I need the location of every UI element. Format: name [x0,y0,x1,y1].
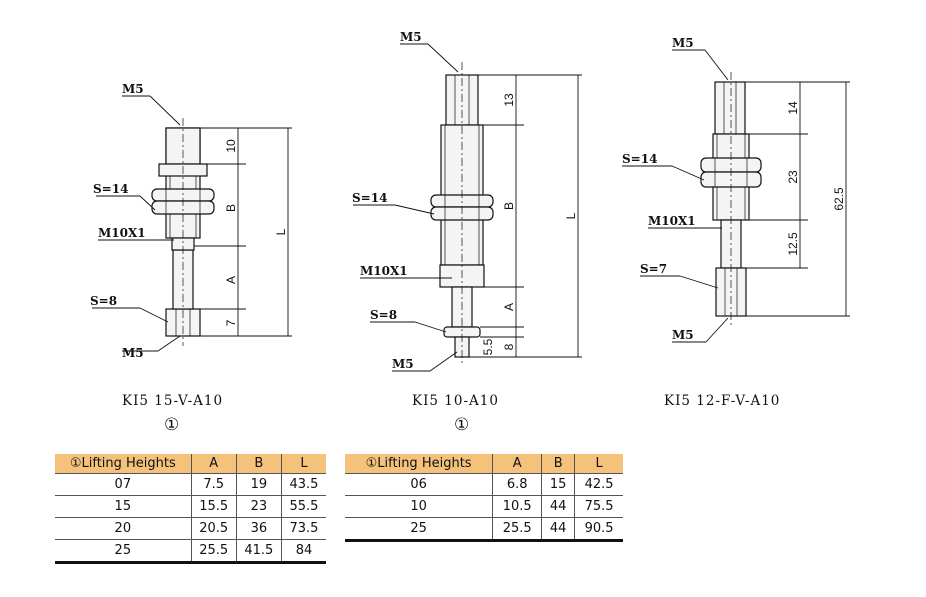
dim-10: 10 [224,139,238,153]
table-cell: 25 [345,517,493,542]
table-cell: 15 [541,473,575,496]
column-header: L [574,454,623,474]
table-cell: 44 [541,495,575,518]
table-header-row: ①Lifting Heights A B L [345,454,623,474]
part-middle: M5 S=14 M10X1 S=8 M5 13 B A 8 5.5 L KI5 … [352,30,582,435]
column-header: B [541,454,575,474]
dim-a: A [224,276,238,284]
table-cell: 15 [55,495,192,518]
dim-12-5: 12.5 [786,232,800,256]
table-cell: 84 [280,539,326,564]
table-row: 25 25.5 41.5 84 [55,539,326,564]
table-cell: 07 [55,473,192,496]
table-header-row: ①Lifting Heights A B L [55,454,326,474]
dim-b: B [224,204,238,212]
label-s14: S=14 [352,191,387,205]
table-cell: 90.5 [574,517,623,542]
dim-b: B [502,202,516,210]
table-row: 25 25.5 44 90.5 [345,517,623,542]
table-cell: 25.5 [190,539,237,564]
dim-23: 23 [786,170,800,184]
label-m10x1: M10X1 [98,226,146,240]
caption-middle: KI5 10-A10 [412,393,499,409]
dim-l: L [274,228,288,235]
table-cell: 25.5 [492,517,542,542]
table-cell: 23 [235,495,282,518]
table-cell: 42.5 [574,473,623,496]
label-m5: M5 [122,82,144,96]
label-m5: M5 [122,346,144,360]
footnote-mark: ① [454,415,469,435]
dim-62-5: 62.5 [832,187,846,211]
label-s7: S=7 [640,262,667,276]
dim-5-5: 5.5 [481,338,495,355]
lifting-heights-table-middle: ①Lifting Heights A B L 06 6.8 15 42.5 10… [345,454,623,542]
table-cell: 25 [55,539,192,564]
table-cell: 06 [345,473,493,496]
dim-7: 7 [224,319,238,326]
table-cell: 20 [55,517,192,540]
label-m10x1: M10X1 [360,264,408,278]
table-cell: 36 [235,517,282,540]
table-row: 06 6.8 15 42.5 [345,473,623,496]
label-m5: M5 [392,357,414,371]
label-m5: M5 [400,30,422,44]
caption-right: KI5 12-F-V-A10 [664,393,780,409]
dim-l: L [564,212,578,219]
caption-left: KI5 15-V-A10 [122,393,223,409]
column-header: B [235,454,282,474]
lifting-heights-table-left: ①Lifting Heights A B L 07 7.5 19 43.5 15… [55,454,326,564]
label-m5: M5 [672,328,694,342]
table-cell: 19 [235,473,282,496]
label-m10x1: M10X1 [648,214,696,228]
table-cell: 73.5 [280,517,326,540]
label-s14: S=14 [93,182,128,196]
label-s14: S=14 [622,152,657,166]
table-cell: 41.5 [235,539,282,564]
table-cell: 15.5 [190,495,237,518]
part-left: M5 S=14 M10X1 S=8 M5 10 B A 7 L KI5 15-V… [90,82,292,435]
dim-13: 13 [502,93,516,107]
table-row: 10 10.5 44 75.5 [345,495,623,518]
footnote-mark: ① [164,415,179,435]
column-header: A [492,454,542,474]
table-cell: 43.5 [280,473,326,496]
table-cell: 20.5 [190,517,237,540]
table-row: 15 15.5 23 55.5 [55,495,326,518]
table-row: 20 20.5 36 73.5 [55,517,326,540]
table-cell: 75.5 [574,495,623,518]
column-header: ①Lifting Heights [345,454,493,474]
column-header: ①Lifting Heights [55,454,192,474]
label-s8: S=8 [90,294,117,308]
part-right: M5 S=14 M10X1 S=7 M5 14 23 12.5 62.5 KI5… [622,36,850,409]
column-header: L [280,454,326,474]
label-s8: S=8 [370,308,397,322]
table-row: 07 7.5 19 43.5 [55,473,326,496]
dim-14: 14 [786,101,800,115]
label-m5: M5 [672,36,694,50]
table-cell: 7.5 [190,473,237,496]
table-cell: 55.5 [280,495,326,518]
table-cell: 10 [345,495,493,518]
table-cell: 10.5 [492,495,542,518]
table-cell: 44 [541,517,575,542]
column-header: A [190,454,237,474]
dim-8: 8 [502,343,516,350]
table-cell: 6.8 [492,473,542,496]
dim-a: A [502,303,516,311]
